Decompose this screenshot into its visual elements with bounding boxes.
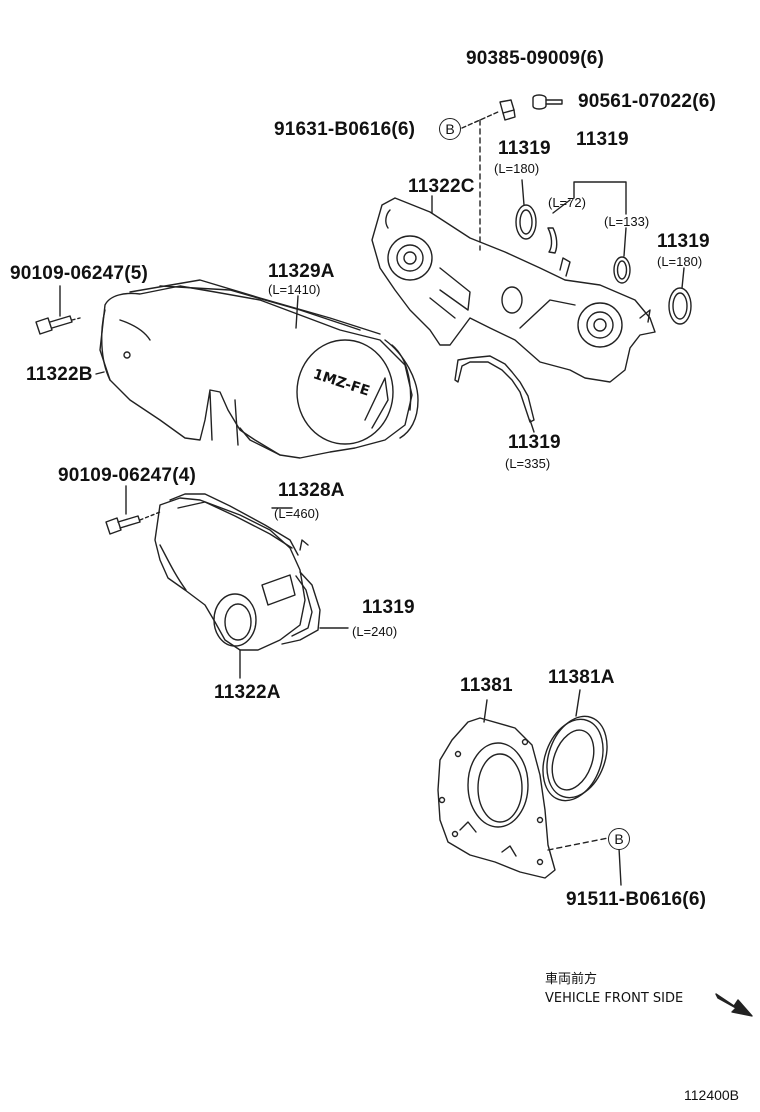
label-11381a: 11381A [548, 667, 615, 688]
label-11319-b-length-133: (L=133) [604, 214, 650, 229]
label-11319-a: 11319 [498, 138, 551, 159]
gasket-11319-l180-c [668, 287, 692, 325]
gasket-11328a [169, 493, 299, 556]
label-11381: 11381 [460, 675, 513, 696]
lower-timing-cover-11322a [154, 497, 309, 651]
bolt-90561 [532, 94, 563, 110]
leader-11381 [483, 699, 488, 723]
bolt-90385 [499, 99, 516, 121]
label-11328a-length: (L=460) [274, 506, 320, 521]
callout-b-bottom: B [608, 828, 630, 850]
oil-seal-retainer-11381 [437, 717, 556, 879]
label-11329a: 11329A [268, 261, 335, 282]
label-11319-e-length: (L=240) [352, 624, 398, 639]
oil-seal-11381a [542, 715, 608, 802]
label-11319-b-length-72: (L=72) [548, 195, 586, 210]
label-11322a: 11322A [214, 682, 281, 703]
label-11319-c-length: (L=180) [657, 254, 703, 269]
label-91511-b0616: 91511-B0616(6) [566, 889, 707, 910]
gasket-11319-l133 [613, 256, 631, 284]
label-11329a-length: (L=1410) [268, 282, 321, 297]
leader-11329a [295, 295, 299, 329]
label-11319-c: 11319 [657, 231, 710, 252]
label-91631-b0616: 91631-B0616(6) [274, 119, 416, 140]
figure-reference-number: 112400B [684, 1087, 740, 1103]
gasket-11319-l72 [547, 227, 558, 254]
rear-timing-cover-11322c [371, 197, 656, 383]
upper-timing-cover-11322b [99, 279, 419, 459]
label-11319-b: 11319 [576, 129, 629, 150]
leader-11319-c [681, 267, 685, 289]
gasket-11319-l240 [281, 571, 321, 645]
label-11319-d-length: (L=335) [505, 456, 551, 471]
vehicle-front-label-japanese: 車両前方 [545, 972, 598, 987]
label-11322b: 11322B [26, 364, 93, 385]
label-11319-d: 11319 [508, 432, 561, 453]
dashed-leader-b-bottom [547, 837, 609, 851]
leader-11319-a [521, 179, 525, 206]
label-90561-07022: 90561-07022(6) [578, 91, 717, 112]
vehicle-front-label-english: VEHICLE FRONT SIDE [545, 991, 684, 1006]
label-90109-06247-5: 90109-06247(5) [10, 263, 149, 284]
leader-91511 [618, 847, 622, 886]
label-11322c: 11322C [408, 176, 475, 197]
front-direction-arrow-icon [715, 993, 753, 1017]
label-90109-06247-4: 90109-06247(4) [58, 465, 197, 486]
gasket-11319-l180-a [515, 204, 537, 240]
leader-11381a [575, 689, 581, 717]
leader-11322b [95, 371, 105, 375]
callout-b-top: B [439, 118, 461, 140]
dashed-leader-b-top [461, 111, 499, 129]
gasket-11319-l335 [454, 355, 535, 423]
label-11319-e: 11319 [362, 597, 415, 618]
bolt-90109-5 [35, 315, 81, 335]
leader-11319-d [529, 419, 535, 433]
bracket-11319-b [552, 181, 627, 257]
label-11319-a-length: (L=180) [494, 161, 540, 176]
label-90385-09009: 90385-09009(6) [466, 48, 605, 69]
bolt-90109-4 [105, 511, 161, 535]
label-11328a: 11328A [278, 480, 345, 501]
